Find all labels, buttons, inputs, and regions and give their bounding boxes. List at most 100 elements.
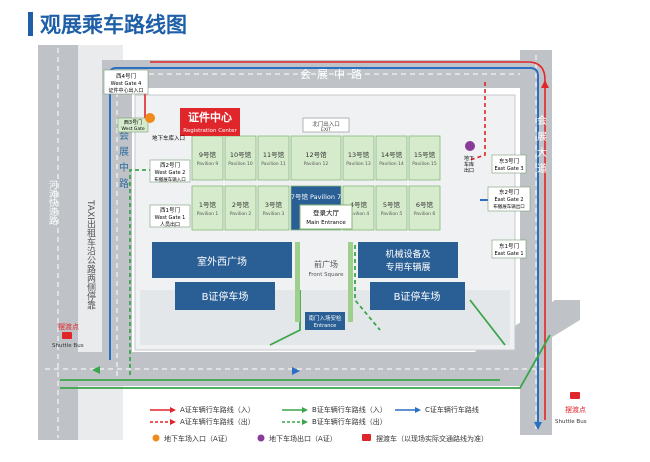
svg-text:Shuttle Bus: Shuttle Bus <box>52 343 84 349</box>
front-square-en: Front Square <box>308 272 344 278</box>
hall-pavilion-14 <box>375 135 408 181</box>
svg-text:East Gate 2: East Gate 2 <box>494 197 523 203</box>
taxi-note: TAXI出租车沿公路两侧停靠 <box>85 199 96 311</box>
svg-text:摆渡点: 摆渡点 <box>58 322 79 331</box>
svg-text:EXIT: EXIT <box>321 127 331 133</box>
parking-entrance: 地下车库入口 <box>145 113 185 142</box>
hall-label-en: Pavilion 4 <box>348 211 370 217</box>
bus-icon <box>570 392 580 399</box>
hall-label-en: Pavilion 5 <box>381 211 403 217</box>
hall-label-en: Pavilion 9 <box>197 161 219 167</box>
svg-text:东3号门: 东3号门 <box>499 157 519 165</box>
svg-text:证件中心出入口: 证件中心出入口 <box>108 87 143 94</box>
hall-label-cn: 9号馆 <box>199 150 217 159</box>
svg-text:室外西广场: 室外西广场 <box>197 255 247 268</box>
gate-west1: 西1号门 West Gate 1 人员出口 <box>149 204 191 228</box>
hall-label-en: Pavilion 14 <box>379 161 404 167</box>
west-plaza <box>152 242 292 278</box>
svg-text:机械设备及: 机械设备及 <box>385 248 430 260</box>
main-entrance-cn: 登录大厅 <box>313 208 340 217</box>
plazas: 室外西广场 B证停车场 机械设备及 专用车辆展 B证停车场 前广场 Front … <box>152 242 465 310</box>
svg-text:West Gate 2: West Gate 2 <box>155 170 186 176</box>
road-lane-lines <box>45 48 545 438</box>
main-entrance-en: Main Entrance <box>306 220 346 226</box>
svg-text:专用车辆展: 专用车辆展 <box>385 261 430 273</box>
gate-east1: 东1号门 East Gate 1 <box>491 239 527 259</box>
svg-text:B证停车场: B证停车场 <box>202 290 249 303</box>
svg-text:东2号门: 东2号门 <box>499 188 519 196</box>
arrow-north-icon <box>541 80 549 88</box>
west-expressway-label: 河滩快速路 <box>47 179 58 226</box>
north-exit: 北门出入口 EXIT <box>302 117 350 133</box>
hall-label-en: Pavilion 3 <box>263 211 285 217</box>
hall-label-cn: 4号馆 <box>350 200 368 209</box>
svg-text:B证停车场: B证停车场 <box>394 290 441 303</box>
parking-exit-icon <box>465 141 475 151</box>
gate-west2: 西2号门 West Gate 2 布撤展车辆入口 <box>149 159 191 183</box>
road-labels: 会展中路 河滩快速路 会展中路 会展大道 <box>47 68 547 226</box>
hall-label-cn: 11号馆 <box>263 150 285 159</box>
front-square-cn: 前广场 <box>314 259 338 269</box>
svg-text:Entrance: Entrance <box>314 323 336 329</box>
hall-pavilion-11 <box>257 135 290 181</box>
south-gate: 南门入场安检 Entrance <box>305 312 345 330</box>
hall-pavilion-2 <box>224 185 257 231</box>
gate-east3: 东3号门 East Gate 3 <box>491 154 527 174</box>
legend-b-out: B证车辆行车路线（出） <box>312 417 387 426</box>
svg-text:东1号门: 东1号门 <box>499 242 519 250</box>
hall-label-cn: 13号馆 <box>348 150 370 159</box>
hall-label-en: Pavilion 2 <box>230 211 252 217</box>
svg-text:出口: 出口 <box>464 167 474 174</box>
legend-shuttle: 摆渡车（以现场实际交通路线为准） <box>376 434 488 443</box>
arrow-west-icon <box>92 366 100 374</box>
east-road-label: 会展大道 <box>535 114 547 179</box>
legend-a-in: A证车辆行车路线（入） <box>180 405 255 414</box>
parking-b-west <box>175 282 275 310</box>
south-east-ramp <box>470 300 580 372</box>
hall-label-cn: 3号馆 <box>265 200 283 209</box>
parking-b-east <box>370 282 465 310</box>
parking-exit: 地下 车库 出口 <box>464 141 475 174</box>
svg-text:West Gate 1: West Gate 1 <box>155 215 186 221</box>
hall-label-cn: 15号馆 <box>414 150 436 159</box>
hall-label-cn: 6号馆 <box>416 200 434 209</box>
hall-label-en: Pavilion 13 <box>346 161 371 167</box>
hall-pavilion-1 <box>191 185 224 231</box>
svg-text:West Gate: West Gate <box>121 126 145 132</box>
bus-icon <box>62 332 72 339</box>
svg-text:East Gate 1: East Gate 1 <box>494 251 523 257</box>
hall-label-en: Pavilion 10 <box>228 161 253 167</box>
legend-parking-out: 地下车场出口（A证） <box>269 434 337 443</box>
parking-entrance-icon <box>145 113 155 123</box>
svg-text:西1号门: 西1号门 <box>160 206 180 214</box>
hall-pavilion-5 <box>375 185 408 231</box>
hall-label-cn: 1号馆 <box>199 200 217 209</box>
registration-en: Registration Center <box>183 128 237 134</box>
legend-parking-in: 地下车场入口（A证） <box>164 434 232 443</box>
gate-west4: 西4号门 West Gate 4 证件中心出入口 <box>103 69 149 95</box>
svg-text:布撤展车辆入口: 布撤展车辆入口 <box>154 176 186 183</box>
hall-label-cn: 12号馆 <box>305 150 327 159</box>
svg-text:Shuttle Bus: Shuttle Bus <box>555 419 587 425</box>
arrow-south-icon <box>534 422 542 430</box>
gate-west3: 西3号门 West Gate <box>117 117 149 133</box>
hall-pavilion-12 <box>290 135 342 181</box>
hall-pavilion-13 <box>342 135 375 181</box>
hall-pavilion-9 <box>191 135 224 181</box>
hall-label-en: Pavilion 12 <box>304 161 329 167</box>
svg-text:南门入场安检: 南门入场安检 <box>308 314 342 322</box>
hall-label-cn: 2号馆 <box>232 200 250 209</box>
svg-text:西2号门: 西2号门 <box>160 161 180 169</box>
svg-text:地下车库入口: 地下车库入口 <box>152 134 185 142</box>
gate-east2: 东2号门 East Gate 2 布撤展车辆出口 <box>487 186 531 212</box>
hall-pavilion-6 <box>408 185 441 231</box>
main-entrance: 登录大厅 Main Entrance <box>299 204 353 230</box>
svg-text:East Gate 3: East Gate 3 <box>494 166 523 172</box>
svg-text:人员出口: 人员出口 <box>160 221 180 228</box>
hall-pavilion-10 <box>224 135 257 181</box>
hall-label-cn: 14号馆 <box>381 150 403 159</box>
hall-label-en: Pavilion 1 <box>197 211 219 217</box>
hall-label-cn: 7号馆 Pavilion 7 <box>291 192 341 201</box>
hall-label-en: Pavilion 15 <box>412 161 437 167</box>
